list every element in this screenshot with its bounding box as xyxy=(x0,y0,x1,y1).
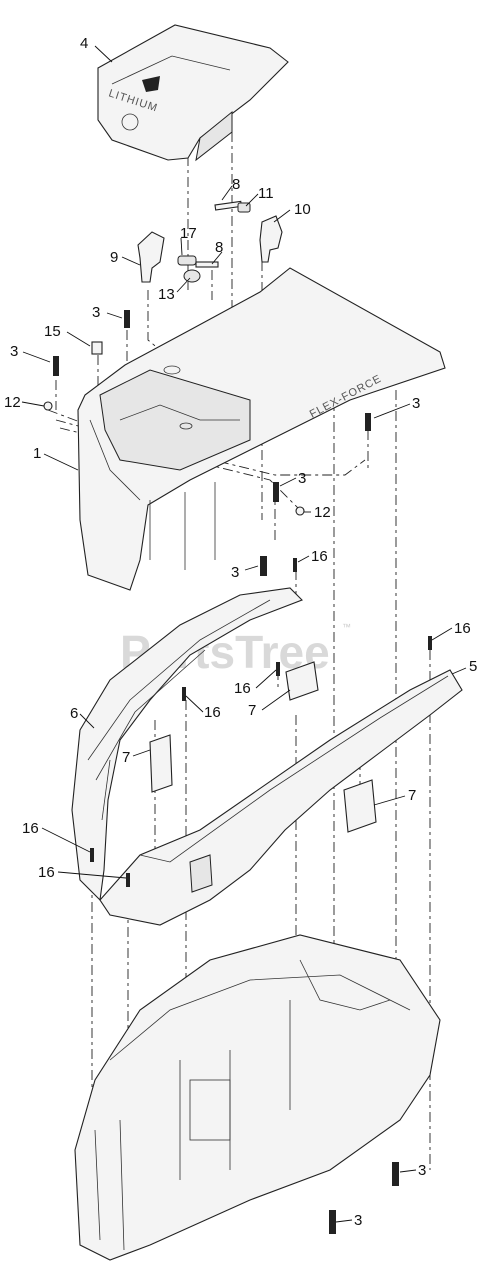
hinge-bracket-9 xyxy=(137,231,165,283)
fasteners-upper xyxy=(43,310,371,576)
callout-7-c: 7 xyxy=(408,787,416,804)
bushing-13 xyxy=(183,269,201,283)
screw-16-d xyxy=(182,687,186,701)
callout-16-c: 16 xyxy=(234,680,251,697)
screw-16-f xyxy=(126,873,130,887)
pin-8-lower xyxy=(195,261,219,268)
callout-4: 4 xyxy=(80,35,88,52)
callout-10: 10 xyxy=(294,201,311,218)
bracket-7-c xyxy=(343,779,377,833)
callout-3-f: 3 xyxy=(418,1162,426,1179)
part-5-right-shroud xyxy=(99,669,463,926)
callout-9: 9 xyxy=(110,249,118,266)
callout-16-d: 16 xyxy=(204,704,221,721)
hinge-hardware-left xyxy=(137,231,219,283)
shroud-vent xyxy=(189,854,213,893)
callout-15: 15 xyxy=(44,323,61,340)
bracket-7-b xyxy=(149,734,173,793)
screw-16-c xyxy=(276,662,280,676)
callout-13: 13 xyxy=(158,286,175,303)
screw-3-f xyxy=(392,1162,399,1186)
pin-8-upper xyxy=(214,200,243,211)
callout-6: 6 xyxy=(70,705,78,722)
clip-15 xyxy=(91,341,103,355)
callout-3-g: 3 xyxy=(354,1212,362,1229)
base-housing xyxy=(74,934,441,1261)
screw-16-b xyxy=(428,636,432,650)
callout-17: 17 xyxy=(180,225,197,242)
part-1-hood: FLEX-FORCE xyxy=(77,267,446,591)
callout-7-b: 7 xyxy=(122,749,130,766)
watermark-trademark: ™ xyxy=(342,622,351,632)
screw-16-a xyxy=(293,558,297,572)
screw-3-b xyxy=(53,356,59,376)
callout-12-a: 12 xyxy=(4,394,21,411)
screw-3-e xyxy=(260,556,267,576)
callout-16-f: 16 xyxy=(38,864,55,881)
callout-8-lower: 8 xyxy=(215,239,223,256)
callout-16-a: 16 xyxy=(311,548,328,565)
callout-3-b: 3 xyxy=(10,343,18,360)
screw-3-c xyxy=(365,413,371,431)
callout-16-b: 16 xyxy=(454,620,471,637)
pin-12-b xyxy=(295,506,305,516)
callout-3-a: 3 xyxy=(92,304,100,321)
callout-3-c: 3 xyxy=(412,395,420,412)
spring-17 xyxy=(177,255,197,266)
hinge-bracket-10 xyxy=(259,215,283,263)
callout-8-upper: 8 xyxy=(232,176,240,193)
callout-1: 1 xyxy=(33,445,41,462)
callout-5: 5 xyxy=(469,658,477,675)
fasteners-16 xyxy=(90,558,432,887)
hinge-hardware-right xyxy=(214,200,283,263)
callout-3-e: 3 xyxy=(231,564,239,581)
screw-3-d xyxy=(273,482,279,502)
screw-3-g xyxy=(329,1210,336,1234)
callout-12-b: 12 xyxy=(314,504,331,521)
callout-16-e: 16 xyxy=(22,820,39,837)
screw-16-e xyxy=(90,848,94,862)
cover-emblem xyxy=(121,113,139,131)
brackets-7 xyxy=(149,661,377,833)
callout-11: 11 xyxy=(258,185,274,202)
leader-lines xyxy=(21,45,467,1223)
pin-12-a xyxy=(43,401,53,411)
callout-numbers: 4 8 11 10 17 9 8 13 3 15 3 12 3 1 3 12 3… xyxy=(4,35,477,1229)
part-4-top-cover: LITHIUM xyxy=(97,24,289,162)
part-6-left-shroud xyxy=(71,587,303,902)
lithium-logo xyxy=(142,76,160,92)
screw-3-a xyxy=(124,310,130,328)
callout-7-a: 7 xyxy=(248,702,256,719)
callout-3-d: 3 xyxy=(298,470,306,487)
fasteners-lower xyxy=(329,1162,399,1234)
